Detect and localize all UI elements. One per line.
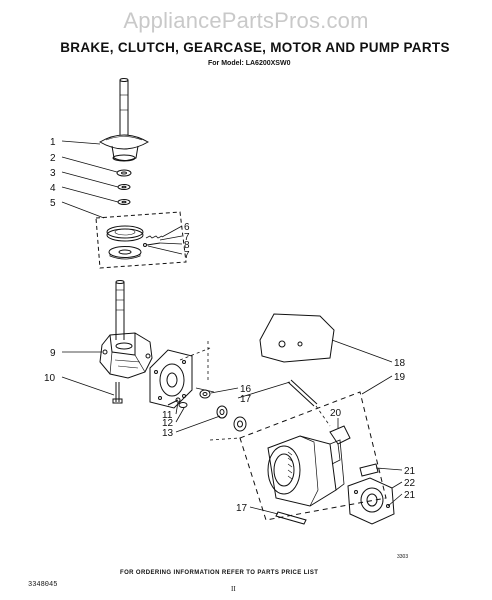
part-18-cover-plate <box>259 313 335 363</box>
watermark: AppliancePartsPros.com <box>123 8 369 33</box>
document-number: 3348045 <box>28 581 58 589</box>
callout-5: 5 <box>50 198 56 209</box>
callout-17b: 17 <box>236 503 248 514</box>
callout-2: 2 <box>50 153 56 164</box>
callout-18: 18 <box>394 358 406 369</box>
part-10-bolt <box>112 382 123 404</box>
part-17-rod-upper <box>287 379 318 407</box>
part-22-pump <box>347 477 395 525</box>
callout-19: 19 <box>394 372 406 383</box>
callout-21b: 21 <box>404 490 416 501</box>
callout-8: 8 <box>184 240 190 251</box>
callout-10: 10 <box>44 373 56 384</box>
drive-shaft-top <box>119 78 129 135</box>
callout-16: 16 <box>240 384 252 395</box>
leader-lines <box>61 140 403 515</box>
callout-7b: 7 <box>184 250 190 261</box>
part-20-bracket <box>329 425 351 465</box>
drawing-code: 3303 <box>397 554 409 560</box>
part-1-hub <box>99 134 149 162</box>
guide-lines <box>179 340 331 441</box>
drive-shaft-lower <box>115 280 125 340</box>
callout-12: 12 <box>162 418 174 429</box>
part-19-motor-assembly <box>239 391 387 521</box>
callout-3: 3 <box>50 168 56 179</box>
callout-1: 1 <box>50 137 56 148</box>
callout-17a: 17 <box>240 394 252 405</box>
page-title: BRAKE, CLUTCH, GEARCASE, MOTOR AND PUMP … <box>60 40 450 55</box>
callout-22: 22 <box>404 478 416 489</box>
part-16-coupling <box>195 387 215 399</box>
part-17-clip-lower <box>275 511 307 525</box>
callout-7a: 7 <box>184 232 190 243</box>
part-12-washer <box>178 402 188 408</box>
callout-9: 9 <box>50 348 56 359</box>
callout-4: 4 <box>50 183 56 194</box>
callout-13: 13 <box>162 428 174 439</box>
callout-11: 11 <box>162 410 173 421</box>
callout-21a: 21 <box>404 466 416 477</box>
part-9-gearcase <box>99 332 153 379</box>
part-2-washer <box>116 169 132 177</box>
model-label: For Model: LA6200XSW0 <box>208 60 291 67</box>
footer-note: FOR ORDERING INFORMATION REFER TO PARTS … <box>120 570 319 576</box>
part-5-brake-assembly <box>95 211 187 269</box>
part-3-washer <box>117 184 131 190</box>
pump-cover-plate <box>149 349 193 409</box>
page-number: II <box>231 585 236 593</box>
part-13-impeller <box>216 405 247 432</box>
part-21-clamp <box>359 463 379 477</box>
callout-20: 20 <box>330 408 342 419</box>
part-4-washer <box>117 199 131 205</box>
callout-6: 6 <box>184 222 190 233</box>
motor <box>267 435 345 507</box>
